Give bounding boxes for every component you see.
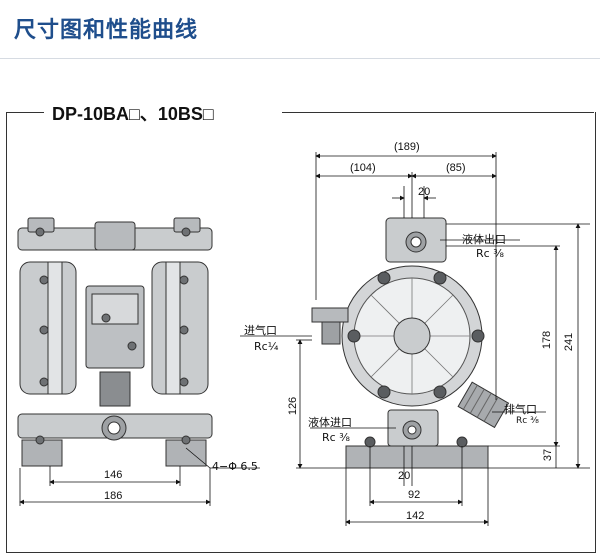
liquid-outlet-size: Rc ⅜ [476, 247, 504, 260]
dim-20-bottom: 20 [398, 470, 411, 482]
dim-92: 92 [408, 489, 421, 501]
dim-189: (189) [394, 141, 420, 153]
dim-241: 241 [563, 332, 576, 352]
frame-top-line-left [6, 112, 44, 113]
exhaust-size: Rc ⅜ [516, 416, 539, 426]
air-inlet-size: Rc¼ [254, 340, 279, 353]
dim-146: 146 [104, 469, 123, 481]
air-inlet-label: 进气口 [244, 324, 277, 337]
air-inlet-fitting [311, 307, 349, 323]
front-view [17, 217, 213, 467]
dim-186: 186 [104, 490, 123, 502]
dim-126: 126 [287, 396, 300, 416]
model-title: DP-10BA□、10BS□ [48, 100, 218, 126]
frame-top-line-right [282, 112, 594, 113]
section-title: 尺寸图和性能曲线 [14, 18, 199, 43]
dim-104: (104) [350, 162, 376, 174]
front-dimensions [19, 447, 260, 506]
side-dimensions [240, 152, 590, 526]
side-view [311, 217, 510, 469]
dim-85: (85) [446, 162, 466, 174]
left-foot [21, 439, 63, 467]
dim-37: 37 [542, 448, 555, 462]
dim-142: 142 [406, 510, 425, 522]
center-rod [99, 371, 131, 407]
dim-20-top: 20 [418, 186, 431, 198]
base-plate [345, 445, 489, 469]
liquid-inlet-size: Rc ⅜ [322, 431, 350, 444]
liquid-outlet-label: 液体出口 [462, 233, 506, 246]
exhaust-muffler [457, 381, 510, 429]
liquid-inlet-label: 液体进口 [308, 416, 352, 429]
exhaust-label: 排气口 [504, 403, 537, 416]
dim-178: 178 [541, 330, 554, 350]
holes-label: 4−Φ 6.5 [212, 460, 258, 473]
drawing-frame [6, 112, 596, 553]
section-header: 尺寸图和性能曲线 [0, 0, 600, 59]
